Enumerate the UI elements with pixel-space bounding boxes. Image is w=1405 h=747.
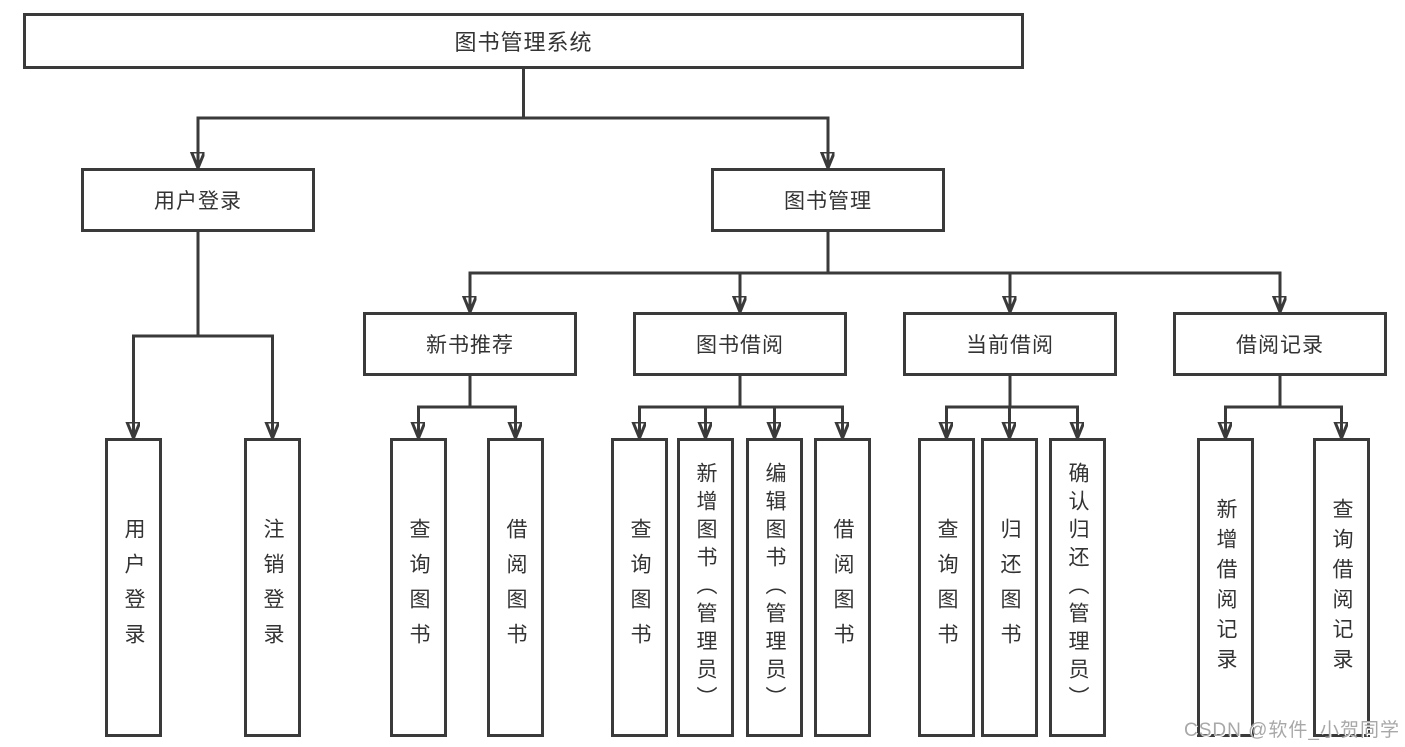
leaf-user-login: 用户登录: [105, 438, 162, 737]
node-library-management-system: 图书管理系统: [23, 13, 1024, 69]
leaf-label: 确认归还（管理员）: [1066, 461, 1089, 714]
leaf-label: 查询图书: [935, 517, 958, 658]
leaf-label: 查询图书: [628, 517, 651, 658]
leaf-query-books-recommend: 查询图书: [390, 438, 447, 737]
leaf-label: 借阅图书: [504, 517, 527, 658]
leaf-borrow-books-recommend: 借阅图书: [487, 438, 544, 737]
leaf-label: 用户登录: [122, 517, 145, 658]
leaf-borrow-books: 借阅图书: [814, 438, 871, 737]
node-book-management: 图书管理: [711, 168, 945, 232]
leaf-label: 新增借阅记录: [1214, 497, 1237, 678]
node-current-borrowing: 当前借阅: [903, 312, 1117, 376]
node-book-borrowing: 图书借阅: [633, 312, 847, 376]
leaf-query-books-current: 查询图书: [918, 438, 975, 737]
node-label: 图书借阅: [696, 334, 784, 357]
leaf-label: 新增图书（管理员）: [694, 461, 717, 714]
leaf-return-books: 归还图书: [981, 438, 1038, 737]
node-new-book-recommendation: 新书推荐: [363, 312, 577, 376]
leaf-edit-books-admin: 编辑图书（管理员）: [746, 438, 803, 737]
node-borrowing-records: 借阅记录: [1173, 312, 1387, 376]
node-label: 借阅记录: [1236, 334, 1324, 357]
leaf-label: 查询图书: [407, 517, 430, 658]
leaf-label: 查询借阅记录: [1330, 497, 1353, 678]
leaf-confirm-return-admin: 确认归还（管理员）: [1049, 438, 1106, 737]
node-label: 图书管理: [784, 190, 872, 213]
node-user-login: 用户登录: [81, 168, 315, 232]
leaf-query-books-borrow: 查询图书: [611, 438, 668, 737]
node-label: 当前借阅: [966, 334, 1054, 357]
leaf-label: 归还图书: [998, 517, 1021, 658]
node-label: 图书管理系统: [454, 30, 593, 55]
leaf-label: 注销登录: [261, 517, 284, 658]
leaf-label: 借阅图书: [831, 517, 854, 658]
node-label: 新书推荐: [426, 334, 514, 357]
leaf-logout-login: 注销登录: [244, 438, 301, 737]
node-label: 用户登录: [154, 190, 242, 213]
leaf-label: 编辑图书（管理员）: [763, 461, 786, 714]
leaf-add-borrow-record: 新增借阅记录: [1197, 438, 1254, 737]
leaf-add-books-admin: 新增图书（管理员）: [677, 438, 734, 737]
leaf-query-borrow-record: 查询借阅记录: [1313, 438, 1370, 737]
